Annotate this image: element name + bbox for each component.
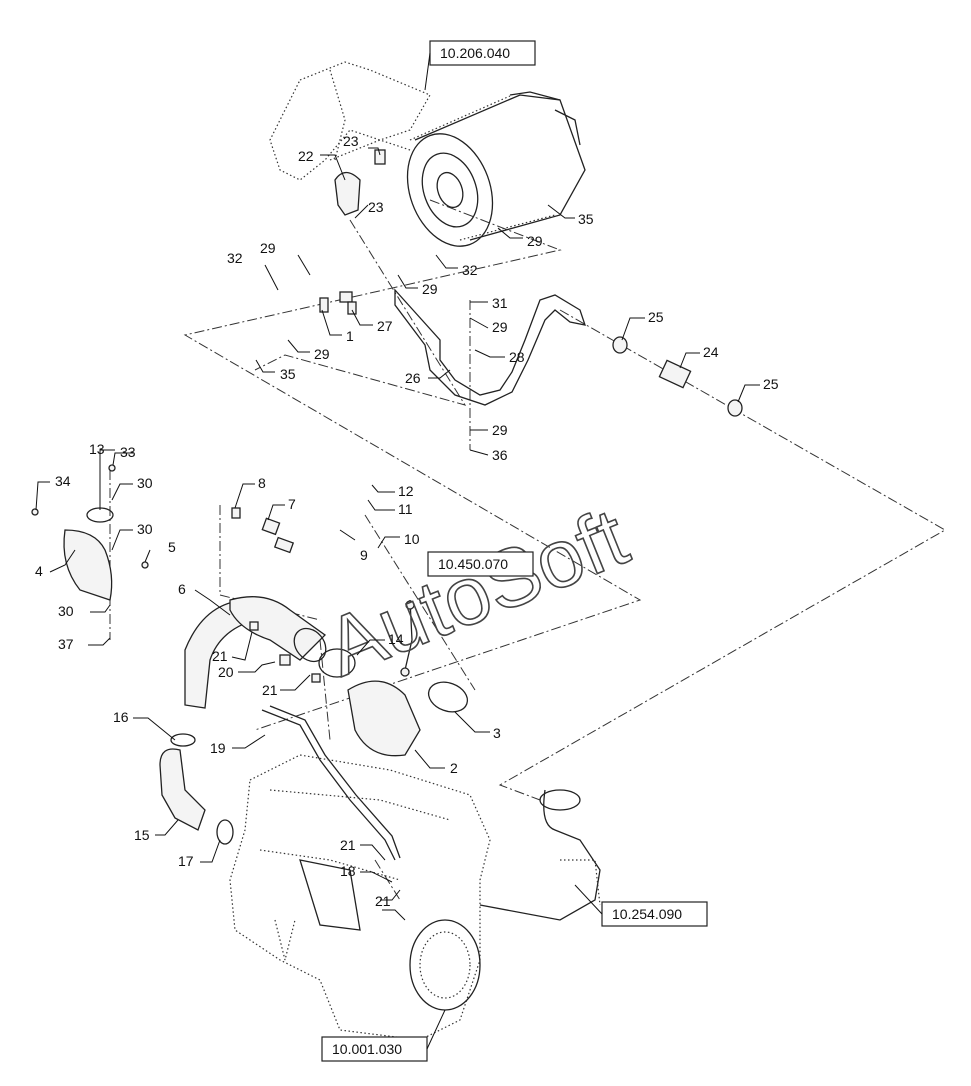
reference-boxes: 10.206.040 10.450.070 10.254.090 10.001.… (321, 40, 708, 1062)
heat-shield-bracket (31, 464, 149, 601)
callout-29: 29 (492, 319, 508, 335)
ref-box-10-450-070 (427, 551, 534, 577)
air-cleaner-assembly (269, 61, 586, 247)
callout-35: 35 (280, 366, 296, 382)
leader-lines (35, 147, 760, 921)
ref-box-10-001-030 (321, 1036, 428, 1062)
callout-16: 16 (113, 709, 129, 725)
callout-30: 30 (58, 603, 74, 619)
callout-8: 8 (258, 475, 266, 491)
callout-32: 32 (227, 250, 243, 266)
callout-7: 7 (288, 496, 296, 512)
callout-11: 11 (398, 501, 413, 517)
callout-34: 34 (55, 473, 71, 489)
callout-12: 12 (398, 483, 414, 499)
callout-25: 25 (763, 376, 779, 392)
callout-18: 18 (340, 863, 356, 879)
callout-3: 3 (493, 725, 501, 741)
callout-24: 24 (703, 344, 719, 360)
callout-2: 2 (450, 760, 458, 776)
callout-30: 30 (137, 521, 153, 537)
callout-14: 14 (388, 631, 404, 647)
callout-29: 29 (314, 346, 330, 362)
callout-29: 29 (527, 233, 543, 249)
callout-21: 21 (262, 682, 278, 698)
callout-35: 35 (578, 211, 594, 227)
callout-23: 23 (368, 199, 384, 215)
callout-37: 37 (58, 636, 74, 652)
callout-33: 33 (120, 444, 136, 460)
callout-20: 20 (218, 664, 234, 680)
callout-6: 6 (178, 581, 186, 597)
callout-22: 22 (298, 148, 314, 164)
callout-21: 21 (375, 893, 391, 909)
callout-36: 36 (492, 447, 508, 463)
callout-29: 29 (492, 422, 508, 438)
callout-5: 5 (168, 539, 176, 555)
callout-29: 29 (260, 240, 276, 256)
callout-4: 4 (35, 563, 43, 579)
callout-19: 19 (210, 740, 226, 756)
engine-assembly (229, 754, 601, 1041)
callout-30: 30 (137, 475, 153, 491)
callout-28: 28 (509, 349, 525, 365)
callout-15: 15 (134, 827, 150, 843)
callout-31: 31 (492, 295, 508, 311)
callout-27: 27 (377, 318, 393, 334)
upper-fittings (319, 149, 743, 417)
callout-25: 25 (648, 309, 664, 325)
callout-21: 21 (212, 648, 228, 664)
callout-26: 26 (405, 370, 421, 386)
ref-10-206-040: 10.206.040 (440, 45, 510, 61)
callout-numbers: 23 22 23 35 29 32 29 32 29 31 29 27 1 28… (35, 133, 779, 909)
watermark: AutoSoft (314, 491, 640, 693)
callout-32: 32 (462, 262, 478, 278)
callout-29: 29 (422, 281, 438, 297)
callout-13: 13 (89, 441, 105, 457)
callout-1: 1 (346, 328, 354, 344)
callout-9: 9 (360, 547, 368, 563)
callout-17: 17 (178, 853, 194, 869)
ref-10-450-070: 10.450.070 (438, 556, 508, 572)
callout-23: 23 (343, 133, 359, 149)
callout-10: 10 (404, 531, 420, 547)
callout-21: 21 (340, 837, 356, 853)
intake-hoses (159, 507, 469, 861)
ref-10-254-090: 10.254.090 (612, 906, 682, 922)
ref-10-001-030: 10.001.030 (332, 1041, 402, 1057)
ref-box-10-254-090 (601, 901, 708, 927)
